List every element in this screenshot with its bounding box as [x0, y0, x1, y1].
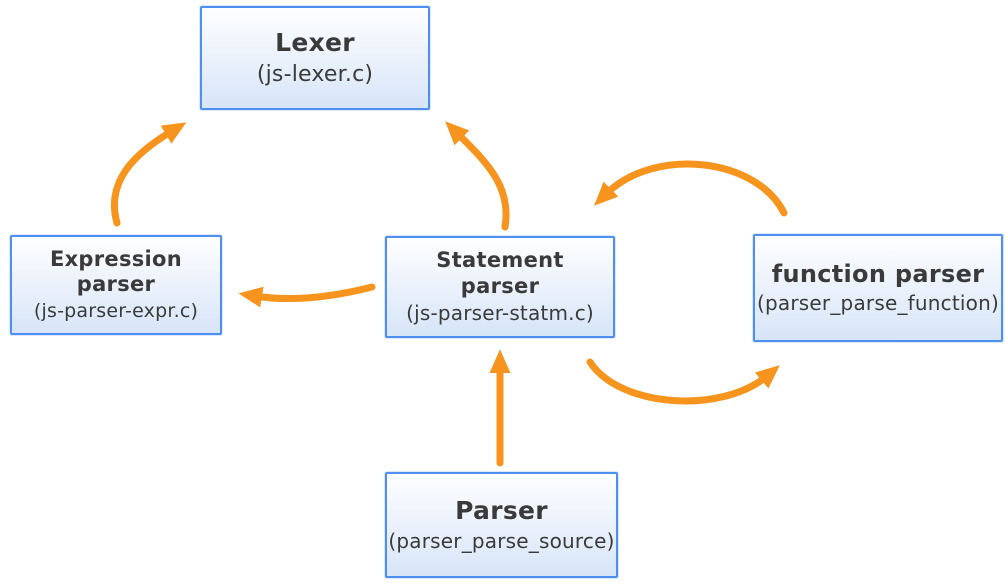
arrow-statement-parser-to-lexer: [445, 121, 510, 231]
node-statement-parser: Statement parser (js-parser-statm.c): [385, 236, 615, 338]
node-lexer-title: Lexer: [275, 28, 355, 57]
node-expression-parser: Expression parser (js-parser-expr.c): [10, 235, 222, 335]
node-expression-parser-subtitle: (js-parser-expr.c): [33, 299, 199, 322]
node-statement-parser-title: Statement parser: [436, 247, 564, 298]
arrow-function-parser-to-statement-parser: [593, 160, 788, 217]
arrow-statement-parser-to-function-parser: [586, 358, 780, 405]
node-lexer: Lexer (js-lexer.c): [200, 6, 430, 110]
node-function-parser-subtitle: (parser_parse_function): [757, 291, 999, 316]
node-parser: Parser (parser_parse_source): [385, 472, 618, 578]
node-lexer-subtitle: (js-lexer.c): [256, 61, 374, 87]
node-function-parser-title: function parser: [771, 259, 985, 288]
node-expression-parser-title: Expression parser: [49, 246, 183, 297]
arrow-statement-parser-to-expression-parser: [238, 283, 376, 308]
arrow-expression-parser-to-lexer: [110, 122, 187, 227]
node-statement-parser-subtitle: (js-parser-statm.c): [406, 301, 594, 326]
node-parser-title: Parser: [455, 496, 548, 526]
node-parser-subtitle: (parser_parse_source): [388, 528, 615, 553]
node-function-parser: function parser (parser_parse_function): [753, 234, 1003, 342]
